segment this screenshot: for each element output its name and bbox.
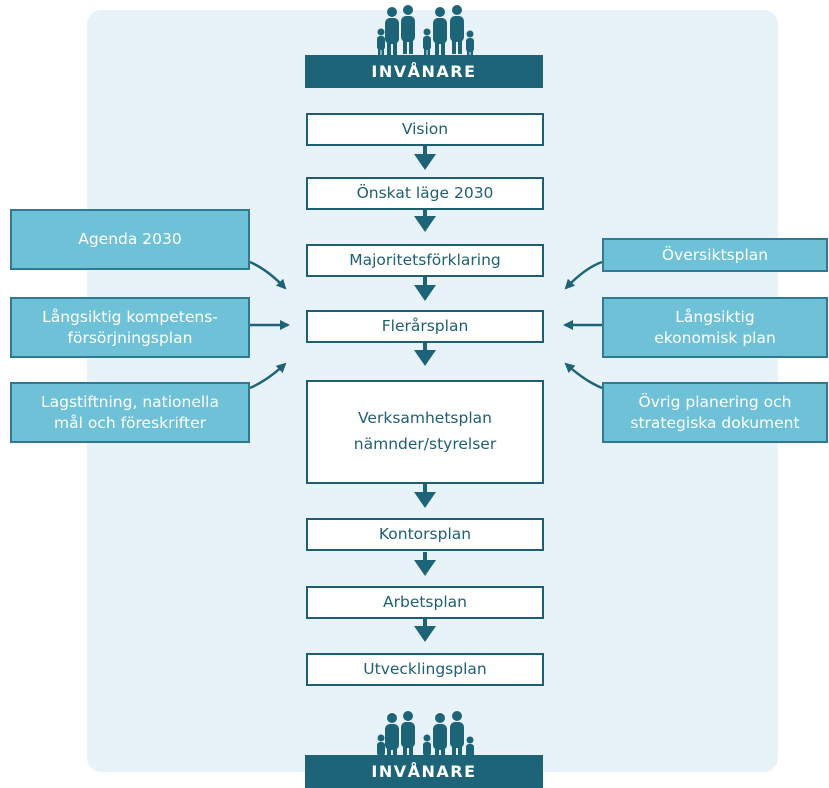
- flow-box-development-plan: Utvecklingsplan: [306, 653, 544, 686]
- top-banner: INVÅNARE: [305, 55, 543, 88]
- flow-box-operational-plan: Verksamhetsplan nämnder/styrelser: [306, 380, 544, 484]
- left-input-legislation: Lagstiftning, nationella mål och föreskr…: [10, 382, 250, 443]
- left-input-agenda: Agenda 2030: [10, 209, 250, 270]
- flow-box-office-plan: Kontorsplan: [306, 518, 544, 551]
- input-arrows: [249, 260, 603, 390]
- flow-box-work-plan: Arbetsplan: [306, 586, 544, 619]
- flow-box-majority-declaration: Majoritetsförklaring: [306, 244, 544, 277]
- bottom-banner: INVÅNARE: [305, 755, 543, 788]
- left-input-competence: Långsiktig kompetens- försörjningsplan: [10, 297, 250, 358]
- flow-box-multiyear-plan: Flerårsplan: [306, 310, 544, 343]
- right-input-overview: Översiktsplan: [602, 238, 828, 272]
- flow-arrows: [414, 146, 436, 642]
- right-input-other: Övrig planering och strategiska dokument: [602, 382, 828, 443]
- people-group-icon: [377, 5, 474, 59]
- flow-box-vision: Vision: [306, 113, 544, 146]
- flow-box-desired-state: Önskat läge 2030: [306, 177, 544, 210]
- right-input-economic: Långsiktig ekonomisk plan: [602, 297, 828, 358]
